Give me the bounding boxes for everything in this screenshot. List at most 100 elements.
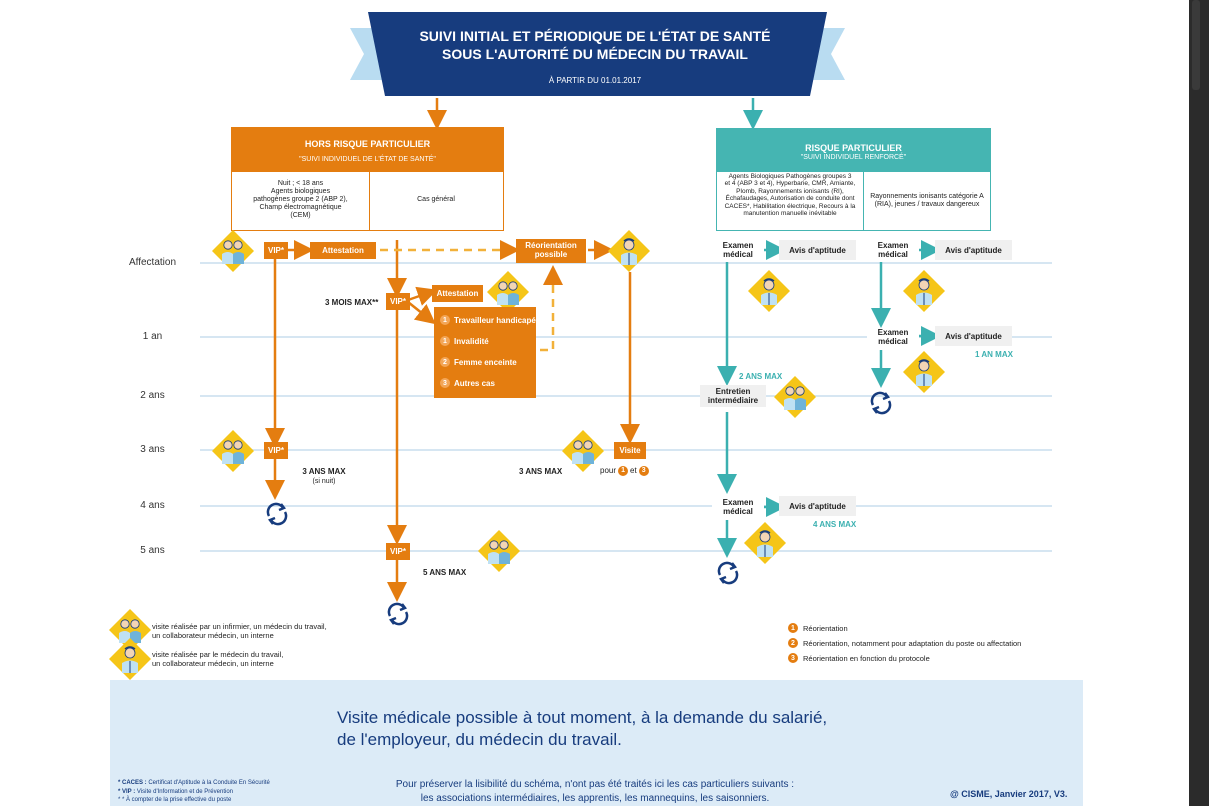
examen-medical-1an: Examen médical: [867, 328, 919, 347]
hors-risque-columns: [231, 171, 504, 231]
cycle-icon: [266, 502, 288, 526]
two-ans-max-label: 2 ANS MAX: [739, 372, 783, 381]
bottom-main-line1: Visite médicale possible à tout moment, …: [337, 708, 828, 727]
special-case-label: Autres cas: [454, 378, 495, 388]
vip-box-5ans: VIP*: [386, 543, 410, 560]
special-case-label: Femme enceinte: [454, 357, 517, 367]
row-label-4ans: 4 ans: [140, 500, 165, 511]
hors-risque-subtitle: "SUIVI INDIVIDUEL DE L'ÉTAT DE SANTÉ": [299, 156, 436, 163]
footnote-caces-key: * CACES :: [118, 780, 147, 786]
row-label-1an: 1 an: [142, 331, 163, 342]
hors-risque-col2: Cas général: [417, 196, 455, 203]
legend-doctor-icon: [108, 637, 152, 681]
special-case-item: 2 Femme enceinte: [440, 357, 517, 367]
row-label-affectation: Affectation: [128, 257, 177, 268]
special-case-label: Invalidité: [454, 336, 489, 346]
reorientation-box: Réorientation possible: [516, 239, 586, 263]
header-banner: [350, 12, 845, 96]
footnote-caces-value: Certificat d'Aptitude à la Conduite En S…: [146, 780, 270, 786]
title-part-a: SUIVI: [419, 28, 460, 44]
bottom-note-line1: Pour préserver la lisibilité du schéma, …: [395, 779, 795, 790]
special-case-item: 1 Invalidité: [440, 336, 489, 346]
row-label-5ans: 5 ans: [140, 545, 165, 556]
ref-number-3: 3: [638, 466, 649, 476]
special-case-item: 3 Autres cas: [440, 378, 495, 388]
team-icon: [211, 229, 255, 273]
entretien-intermediaire-box: Entretien intermédiaire: [700, 385, 766, 408]
one-an-max-label: 1 AN MAX: [975, 350, 1013, 359]
footnote-prise-effective: * * À compter de la prise effective du p…: [118, 797, 232, 803]
risque-title: RISQUE PARTICULIER: [805, 143, 902, 153]
attestation-box-3mois: Attestation: [432, 285, 483, 302]
legend-doctor-text: visite réalisée par le médecin du travai…: [152, 650, 284, 668]
risque-subtitle: "SUIVI INDIVIDUEL RENFORCÉ": [800, 154, 907, 161]
legend-number-3: 3: [788, 653, 798, 663]
hors-risque-header: [231, 127, 504, 171]
four-ans-max-label: 4 ANS MAX: [813, 520, 857, 529]
doctor-icon: [747, 269, 791, 313]
page-title: SUIVI INITIAL ET PÉRIODIQUE DE L'ÉTAT DE…: [390, 28, 800, 63]
team-icon: [561, 429, 605, 473]
five-ans-max-label: 5 ANS MAX: [423, 568, 467, 577]
special-case-item: 1 Travailleur handicapé: [440, 315, 536, 325]
hors-risque-col1: Nuit ; < 18 ans Agents biologiques patho…: [253, 180, 348, 220]
risque-header: [716, 128, 991, 171]
hors-risque-title: HORS RISQUE PARTICULIER: [304, 139, 431, 149]
bottom-main-line2: de l'employeur, du médecin du travail.: [337, 730, 622, 750]
avis-aptitude-1an: Avis d'aptitude: [935, 326, 1012, 346]
legend-number-1: 1: [788, 623, 798, 633]
three-ans-max-label-left: 3 ANS MAX: [302, 467, 346, 476]
et-text: et: [630, 466, 637, 476]
doctor-icon: [743, 521, 787, 565]
avis-aptitude-affectation-2: Avis d'aptitude: [935, 240, 1012, 260]
vip-box-3ans: VIP*: [264, 442, 288, 459]
list-bullet: 2: [440, 357, 450, 367]
title-part-c: DE L'ÉTAT DE SANTÉ: [622, 28, 771, 44]
cycle-icon: [717, 561, 739, 585]
special-case-label: Travailleur handicapé: [454, 315, 536, 325]
team-icon: [477, 529, 521, 573]
risque-columns: [716, 171, 991, 231]
risque-col2: Rayonnements ionisants catégorie A (RIA)…: [870, 193, 984, 209]
scrollbar-track[interactable]: [1189, 0, 1209, 806]
attestation-box-affectation: Attestation: [310, 242, 376, 259]
legend-number-2: 2: [788, 638, 798, 648]
legend-text-3: Réorientation en fonction du protocole: [803, 654, 930, 663]
legend-text-2: Réorientation, notamment pour adaptation…: [803, 639, 1022, 648]
doctor-icon: [902, 350, 946, 394]
footnote-vip-key: * VIP :: [118, 789, 136, 795]
cycle-icon: [387, 602, 409, 626]
legend-text-1: Réorientation: [803, 624, 848, 633]
list-bullet: 1: [440, 315, 450, 325]
bottom-main-message: Visite médicale possible à tout moment, …: [337, 707, 827, 751]
list-bullet: 3: [440, 378, 450, 388]
three-mois-max-label: 3 MOIS MAX**: [325, 298, 379, 307]
credit-label: @ CISME, Janvier 2017, V3.: [950, 789, 1068, 799]
team-icon: [211, 429, 255, 473]
row-label-3ans: 3 ans: [140, 444, 165, 455]
footnote-vip-value: Visite d'Information et de Prévention: [135, 789, 233, 795]
visite-pour-label: pour 1 et 3: [600, 466, 649, 476]
bottom-panel: [110, 680, 1083, 806]
team-icon: [773, 375, 817, 419]
scrollbar-thumb[interactable]: [1192, 0, 1200, 90]
cycle-icon: [870, 391, 892, 415]
footnote-caces: * CACES : Certificat d'Aptitude à la Con…: [118, 780, 270, 787]
examen-medical-affectation-1: Examen médical: [712, 241, 764, 260]
pour-text: pour: [600, 466, 617, 476]
doctor-icon: [607, 229, 651, 273]
title-line2: SOUS L'AUTORITÉ DU MÉDECIN DU TRAVAIL: [442, 45, 748, 62]
si-nuit-label: (si nuit): [312, 478, 336, 485]
vip-box-3mois: VIP*: [386, 293, 410, 310]
doctor-icon: [902, 269, 946, 313]
avis-aptitude-affectation-1: Avis d'aptitude: [779, 240, 856, 260]
examen-medical-4ans: Examen médical: [712, 498, 764, 517]
list-bullet: 1: [440, 336, 450, 346]
bottom-note-line2: les associations intermédiaires, les app…: [420, 793, 770, 804]
three-ans-max-label-mid: 3 ANS MAX: [519, 467, 563, 476]
risque-col1: Agents Biologiques Pathogènes groupes 3 …: [724, 173, 856, 218]
examen-medical-affectation-2: Examen médical: [867, 241, 919, 260]
page-subtitle: À PARTIR DU 01.01.2017: [548, 76, 642, 85]
